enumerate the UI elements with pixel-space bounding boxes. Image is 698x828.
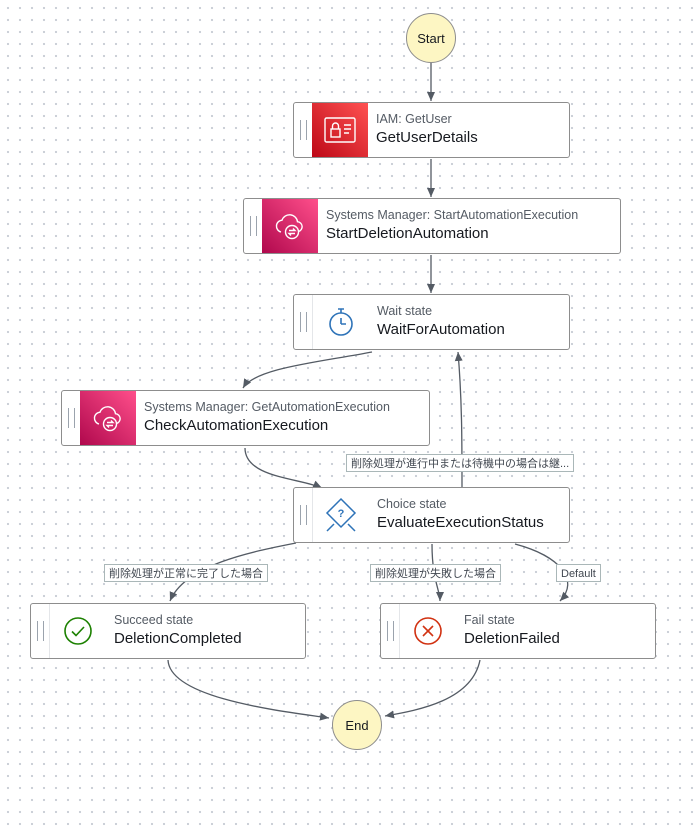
choice-diamond-icon: ?: [312, 488, 369, 542]
stopwatch-icon: [312, 295, 369, 349]
state-check-automation-execution[interactable]: Systems Manager: GetAutomationExecution …: [61, 390, 430, 446]
state-deletion-failed[interactable]: Fail state DeletionFailed: [380, 603, 656, 659]
state-name: GetUserDetails: [376, 129, 478, 146]
drag-handle-icon[interactable]: [294, 488, 312, 542]
edge-choice-to-succeed: [169, 542, 297, 602]
state-service-label: Wait state: [377, 304, 433, 318]
state-service-label: Succeed state: [114, 613, 194, 627]
edge-choice-to-wait: [454, 351, 463, 489]
systems-manager-automation-icon: [262, 199, 318, 253]
edge-label-failed[interactable]: 削除処理が失敗した場合: [370, 564, 501, 582]
state-service-label: IAM: GetUser: [376, 112, 452, 126]
drag-handle-icon[interactable]: [294, 103, 312, 157]
iam-permissions-icon: [312, 103, 368, 157]
state-name: DeletionFailed: [464, 630, 560, 647]
drag-handle-icon[interactable]: [62, 391, 80, 445]
drag-handle-icon[interactable]: [381, 604, 399, 658]
edge-succeed-to-end: [167, 659, 330, 721]
end-node: End: [332, 700, 382, 750]
state-service-label: Fail state: [464, 613, 515, 627]
state-deletion-completed[interactable]: Succeed state DeletionCompleted: [30, 603, 306, 659]
edge-check-to-choice: [244, 447, 323, 489]
state-name: WaitForAutomation: [377, 321, 505, 338]
state-service-label: Systems Manager: GetAutomationExecution: [144, 400, 390, 414]
drag-handle-icon[interactable]: [294, 295, 312, 349]
state-name: StartDeletionAutomation: [326, 225, 489, 242]
state-service-label: Systems Manager: StartAutomationExecutio…: [326, 208, 579, 222]
svg-text:?: ?: [338, 508, 345, 520]
state-get-user-details[interactable]: IAM: GetUser GetUserDetails: [293, 102, 570, 158]
state-name: DeletionCompleted: [114, 630, 242, 647]
systems-manager-automation-icon: [80, 391, 136, 445]
state-service-label: Choice state: [377, 497, 447, 511]
drag-handle-icon[interactable]: [31, 604, 49, 658]
state-wait-for-automation[interactable]: Wait state WaitForAutomation: [293, 294, 570, 350]
state-start-deletion-automation[interactable]: Systems Manager: StartAutomationExecutio…: [243, 198, 621, 254]
drag-handle-icon[interactable]: [244, 199, 262, 253]
state-evaluate-execution-status[interactable]: ? Choice state EvaluateExecutionStatus: [293, 487, 570, 543]
edge-wait-to-check: [242, 351, 373, 389]
start-node: Start: [406, 13, 456, 63]
edge-label-in-progress[interactable]: 削除処理が進行中または待機中の場合は継...: [346, 454, 575, 472]
state-name: EvaluateExecutionStatus: [377, 514, 544, 531]
edge-label-default[interactable]: Default: [556, 564, 601, 582]
edge-fail-to-end: [384, 659, 481, 719]
edge-label-success[interactable]: 削除処理が正常に完了した場合: [104, 564, 268, 582]
x-circle-icon: [399, 604, 456, 658]
check-circle-icon: [49, 604, 106, 658]
state-name: CheckAutomationExecution: [144, 417, 329, 434]
